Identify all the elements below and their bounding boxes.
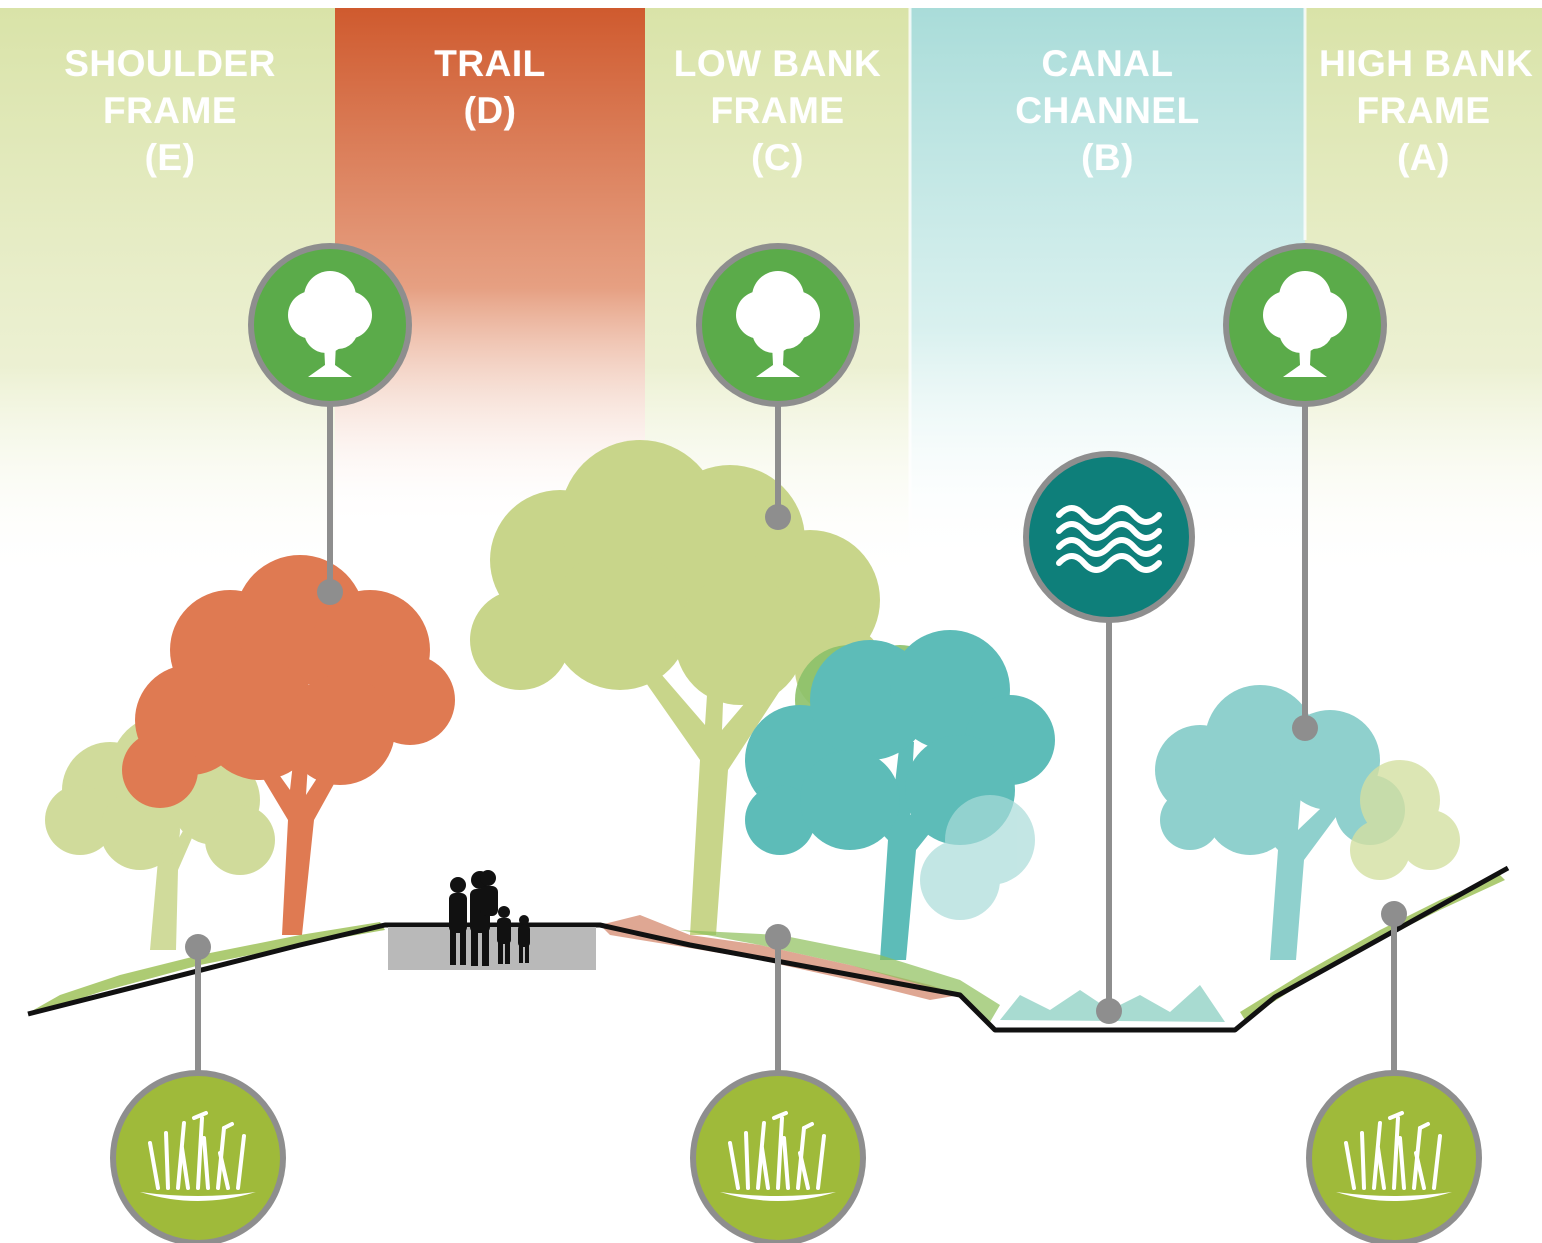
grass-badge-high-bank	[1306, 1070, 1482, 1243]
zone-label-low-bank-frame: LOW BANK FRAME (C)	[645, 40, 910, 181]
tree-icon	[288, 271, 372, 377]
grass-icon	[728, 1111, 826, 1190]
tree-badge-shoulder	[248, 243, 412, 407]
grass-icon	[1344, 1111, 1442, 1190]
grass-badge-shoulder	[110, 1070, 286, 1243]
zone-label-line: HIGH BANK	[1319, 43, 1534, 84]
zone-label-line: (A)	[1397, 137, 1450, 178]
low-bank-tree	[470, 440, 885, 935]
trail-tree	[122, 555, 455, 935]
water-waves-icon	[1056, 505, 1162, 573]
connector-high-bank-grass	[1381, 901, 1407, 1075]
zone-label-line: FRAME	[710, 90, 845, 131]
connector-low-bank-grass	[765, 924, 791, 1075]
zone-label-line: SHOULDER	[64, 43, 276, 84]
zone-label-line: (D)	[463, 90, 517, 131]
connector-high-bank-tree	[1292, 405, 1318, 741]
connector-canal-water	[1096, 620, 1122, 1024]
zone-label-line: FRAME	[1356, 90, 1491, 131]
zone-label-line: (C)	[751, 137, 804, 178]
connector-shoulder-tree	[317, 405, 343, 605]
tree-badge-low-bank	[696, 243, 860, 407]
connector-low-bank-tree	[765, 405, 791, 530]
zone-label-line: LOW BANK	[673, 43, 882, 84]
zone-label-high-bank-frame: HIGH BANK FRAME (A)	[1305, 40, 1542, 181]
grass-badge-low-bank	[690, 1070, 866, 1243]
zone-label-line: FRAME	[102, 90, 238, 131]
zone-label-line: CANAL	[1041, 43, 1174, 84]
grass-icon	[148, 1111, 246, 1190]
water-badge-canal	[1023, 451, 1195, 623]
tree-icon	[736, 271, 820, 377]
connector-shoulder-grass	[185, 934, 211, 1075]
zone-label-line: TRAIL	[434, 43, 546, 84]
tree-icon	[1263, 271, 1347, 377]
high-bank-tree-light	[1350, 760, 1460, 880]
zone-label-line: (E)	[144, 137, 196, 178]
people-silhouette	[449, 870, 530, 966]
trail-surface	[388, 927, 596, 970]
zone-label-shoulder-frame: SHOULDER FRAME (E)	[0, 40, 340, 181]
zone-band-high-bank-frame	[1305, 8, 1542, 808]
zone-label-trail: TRAIL (D)	[335, 40, 645, 134]
zone-label-line: (B)	[1081, 137, 1134, 178]
zone-label-canal-channel: CANAL CHANNEL (B)	[910, 40, 1305, 181]
canal-tree-faded	[920, 795, 1035, 920]
canal-tree	[745, 630, 1055, 960]
tree-badge-high-bank	[1223, 243, 1387, 407]
zone-label-line: CHANNEL	[1015, 90, 1200, 131]
ground-profile-line	[27, 865, 1510, 1033]
